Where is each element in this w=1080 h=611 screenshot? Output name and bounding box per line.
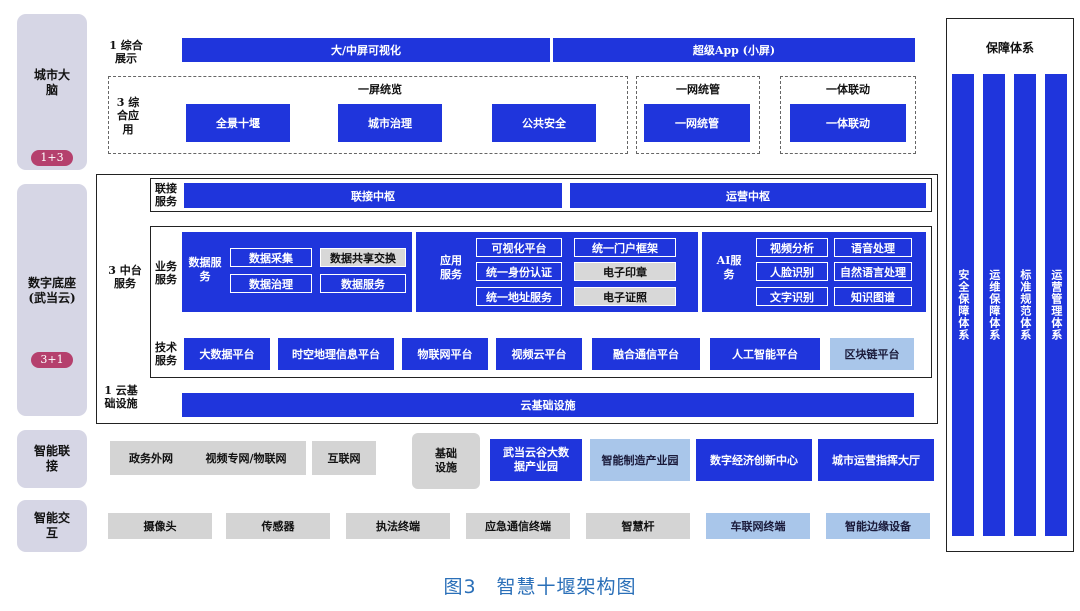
tech-item-comms: 融合通信平台	[592, 338, 700, 370]
data-item-exchange: 数据共享交换	[320, 248, 406, 267]
display-label: 1 综合展示	[109, 38, 143, 65]
tech-item-videocloud: 视频云平台	[496, 338, 582, 370]
device-enforcement: 执法终端	[346, 513, 450, 539]
cloud-infra-bar: 云基础设施	[182, 393, 914, 417]
application-group3-title: 一体联动	[826, 83, 870, 97]
data-service-title: 数据服务	[188, 255, 222, 283]
ai-item-video: 视频分析	[756, 238, 828, 257]
application-label: 3 综合应用	[116, 96, 140, 136]
device-edge: 智能边缘设备	[826, 513, 930, 539]
device-sensor: 传感器	[226, 513, 330, 539]
city-brain-badge: 1+3	[31, 150, 73, 166]
city-brain-label: 城市大脑	[33, 68, 70, 97]
ai-service-panel	[702, 232, 926, 312]
data-item-service: 数据服务	[320, 274, 406, 293]
city-brain-label-box: 城市大脑 1+3	[17, 14, 87, 170]
security-frame	[946, 18, 1074, 552]
ai-item-face: 人脸识别	[756, 262, 828, 281]
tech-item-iot: 物联网平台	[402, 338, 488, 370]
device-camera: 摄像头	[108, 513, 212, 539]
link-service-frame	[150, 178, 932, 212]
midplatform-frame	[96, 174, 938, 424]
tech-item-ai: 人工智能平台	[710, 338, 820, 370]
application-group-2	[636, 76, 760, 154]
smart-connect-label: 智能联接	[17, 430, 87, 488]
midplatform-label: 3 中台服务	[108, 263, 142, 290]
infra-innovation-center: 数字经济创新中心	[696, 439, 812, 481]
cloud-label: 1 云基础设施	[104, 383, 138, 410]
security-bar-standards: 标准规范体系	[1014, 74, 1036, 536]
app-item-safety: 公共安全	[492, 104, 596, 142]
infra-wudang-park: 武当云谷大数据产业园	[490, 439, 582, 481]
digital-base-badge: 3+1	[31, 352, 73, 368]
ai-service-title: AI服务	[716, 253, 742, 281]
app-item-governance: 城市治理	[338, 104, 442, 142]
ai-item-nlp: 自然语言处理	[834, 262, 912, 281]
app-item-linkage: 一体联动	[790, 104, 906, 142]
app-item-panorama: 全景十堰	[186, 104, 290, 142]
infra-command-hall: 城市运营指挥大厅	[818, 439, 934, 481]
app-item-seal: 电子印章	[574, 262, 676, 281]
network-internet: 互联网	[312, 441, 376, 475]
big-screen-bar: 大/中屏可视化	[182, 38, 550, 62]
network-video-iot: 视频专网/物联网	[205, 452, 287, 465]
data-item-governance: 数据治理	[230, 274, 312, 293]
business-service-label: 业务服务	[155, 259, 177, 286]
application-group1-title: 一屏统览	[358, 83, 402, 97]
app-service-title: 应用服务	[440, 253, 462, 281]
security-bar-ops: 运维保障体系	[983, 74, 1005, 536]
app-item-address: 统一地址服务	[476, 287, 562, 306]
app-item-certificate: 电子证照	[574, 287, 676, 306]
application-group2-title: 一网统管	[676, 83, 720, 97]
security-bar-operation-mgmt: 运营管理体系	[1045, 74, 1067, 536]
application-group-1	[108, 76, 628, 154]
application-group-3	[780, 76, 916, 154]
network-gov: 政务外网	[129, 452, 173, 465]
ai-item-ocr: 文字识别	[756, 287, 828, 306]
digital-base-label: 数字底座(武当云)	[27, 276, 76, 305]
app-item-identity: 统一身份认证	[476, 262, 562, 281]
app-item-portal: 统一门户框架	[574, 238, 676, 257]
data-item-collect: 数据采集	[230, 248, 312, 267]
app-item-visualization: 可视化平台	[476, 238, 562, 257]
tech-service-label: 技术服务	[155, 340, 177, 367]
device-emergency: 应急通信终端	[466, 513, 570, 539]
data-service-panel	[182, 232, 412, 312]
link-hub-bar: 联接中枢	[184, 183, 562, 208]
tech-item-gis: 时空地理信息平台	[278, 338, 394, 370]
figure-caption: 图3 智慧十堰架构图	[443, 575, 637, 598]
ops-hub-bar: 运营中枢	[570, 183, 926, 208]
business-service-frame	[150, 226, 932, 378]
app-item-unified-management: 一网统管	[644, 104, 750, 142]
security-bar-safety: 安全保障体系	[952, 74, 974, 536]
security-title: 保障体系	[985, 40, 1034, 55]
tech-item-bigdata: 大数据平台	[184, 338, 270, 370]
device-smart-pole: 智慧杆	[586, 513, 690, 539]
tech-item-blockchain: 区块链平台	[830, 338, 914, 370]
ai-item-knowledge-graph: 知识图谱	[834, 287, 912, 306]
digital-base-label-box: 数字底座(武当云) 3+1	[17, 184, 87, 416]
device-vehicle: 车联网终端	[706, 513, 810, 539]
network-group-panel	[110, 441, 306, 475]
infra-manufacturing-park: 智能制造产业园	[590, 439, 690, 481]
infra-label: 基础设施	[412, 433, 480, 489]
link-service-label: 联接服务	[155, 181, 177, 208]
super-app-bar: 超级App (小屏)	[553, 38, 915, 62]
smart-interact-label: 智能交互	[17, 500, 87, 552]
ai-item-speech: 语音处理	[834, 238, 912, 257]
